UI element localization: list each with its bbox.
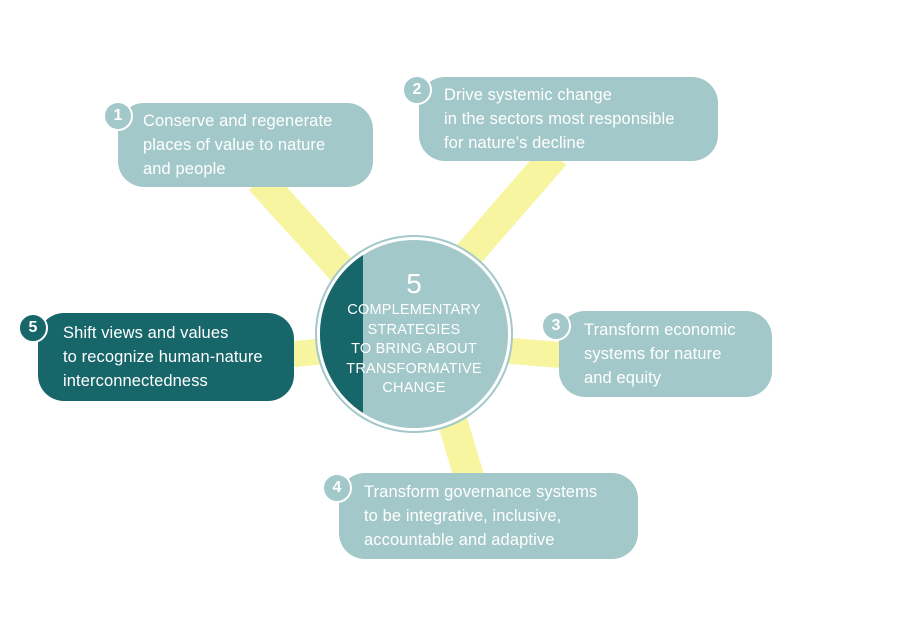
connector-4 [437,415,485,485]
strategy-box-2: Drive systemic change in the sectors mos… [419,77,718,161]
strategy-badge-1: 1 [103,101,133,131]
strategy-box-5: Shift views and values to recognize huma… [38,313,294,401]
strategy-box-3: Transform economic systems for nature an… [559,311,772,397]
strategy-text-1: Conserve and regenerate places of value … [143,112,333,178]
center-highlight-segment [320,240,363,428]
strategy-badge-2: 2 [402,75,432,105]
strategy-text-5: Shift views and values to recognize huma… [63,324,263,390]
strategy-box-4: Transform governance systems to be integ… [339,473,638,559]
strategy-badge-5: 5 [18,313,48,343]
center-title: COMPLEMENTARY STRATEGIES TO BRING ABOUT … [346,302,482,397]
strategy-text-2: Drive systemic change in the sectors mos… [444,86,675,152]
strategy-text-4: Transform governance systems to be integ… [364,483,598,549]
strategy-badge-4: 4 [322,473,352,503]
strategy-badge-3: 3 [541,311,571,341]
connector-3 [498,337,562,368]
strategy-box-1: Conserve and regenerate places of value … [118,103,373,187]
center-number: 5 [406,268,422,300]
strategy-text-3: Transform economic systems for nature an… [584,321,736,387]
center-circle: 5 COMPLEMENTARY STRATEGIES TO BRING ABOU… [320,240,508,428]
